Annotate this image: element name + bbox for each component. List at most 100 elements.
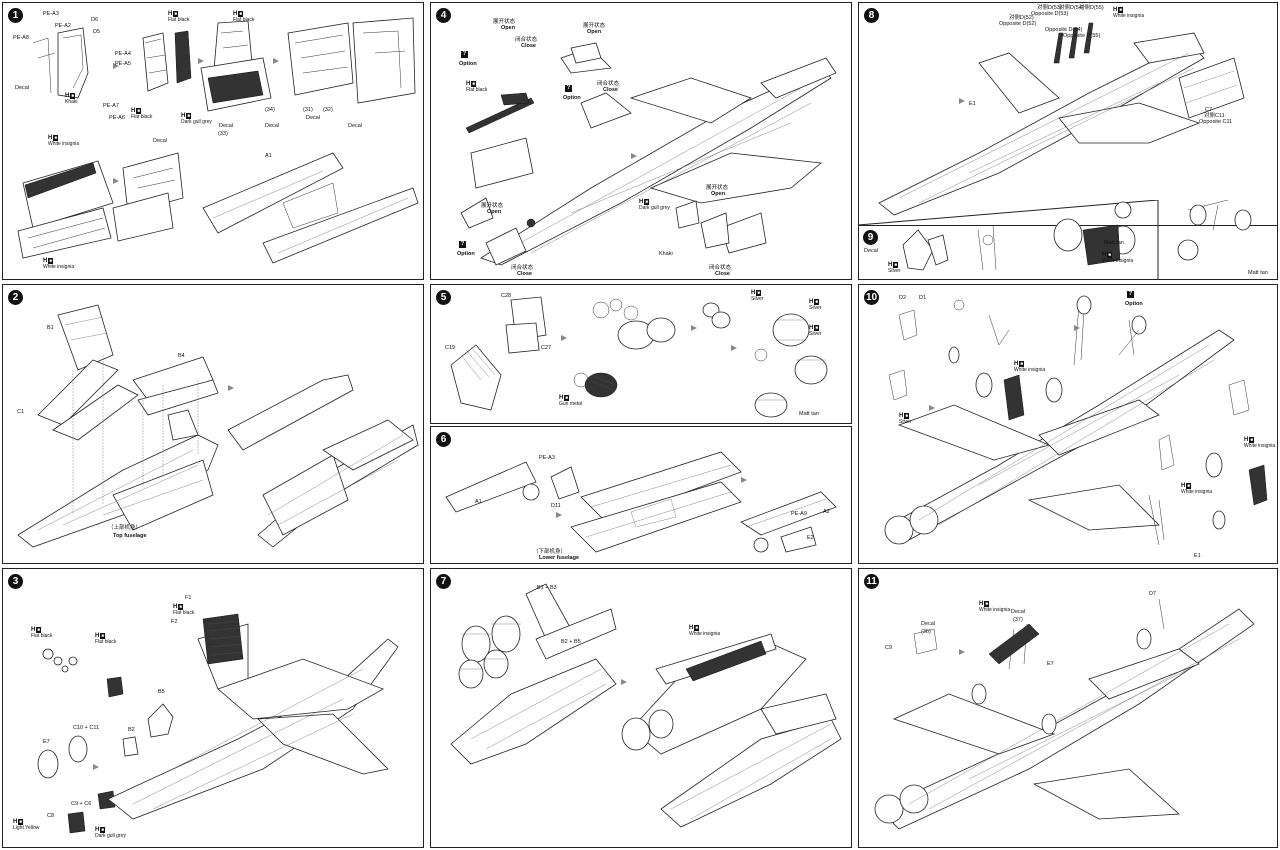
color-callout: H■Flat black (131, 108, 153, 120)
color-callout: H■Dark gull grey (181, 113, 212, 125)
color-callout: H■Silver (899, 413, 912, 425)
part-label: C1 (17, 409, 25, 415)
part-label: E7 (43, 739, 50, 745)
decal-number: (32) (323, 107, 333, 113)
part-label: C9 (885, 645, 893, 651)
note-en: Opposite D(55) (1063, 33, 1101, 39)
color-callout: H■White insignia (1181, 483, 1213, 495)
part-label: PE-A4 (115, 51, 131, 57)
color-callout: H■White insignia (979, 601, 1011, 613)
step-number: 11 (864, 574, 879, 589)
step-4-drawing (460, 42, 837, 266)
part-label: E7 (1047, 661, 1054, 667)
part-label: D7 (1149, 591, 1157, 597)
state-label-cn: 展开状态 (706, 185, 729, 191)
decal-label: Decal (306, 115, 321, 121)
part-label: PE-A9 (791, 511, 807, 517)
part-label: B5 (158, 689, 165, 695)
state-label-cn: 闭合状态 (597, 81, 620, 87)
step-caption-en: Top fuselage (113, 533, 147, 539)
part-label: PE-A3 (43, 11, 59, 17)
color-callout: H■Silver (809, 299, 822, 311)
decal-label: Decal (348, 123, 363, 129)
decal-label: Decal (265, 123, 280, 129)
decal-number: (31) (303, 107, 313, 113)
note-en: Opposite D(53) (1031, 11, 1069, 17)
step-8-drawing (878, 22, 1245, 216)
part-label: C9 + C6 (71, 801, 92, 807)
decal-number: (36) (921, 629, 931, 635)
state-label-en: Close (603, 87, 618, 93)
step-number: 4 (436, 8, 451, 23)
option-icon: ? (461, 51, 468, 58)
step-10-drawing (884, 295, 1268, 546)
step-9-parts-drawing (858, 200, 1252, 280)
decal-label: Decal (1011, 609, 1026, 615)
part-label: PE-A8 (13, 35, 29, 41)
note-en: Opposite D(54) (1045, 27, 1083, 33)
state-label-en: Open (587, 29, 602, 35)
step-4-panel: 4 展开状态 Open 闭合状态 Close 展开状态 Open 闭合状态 Cl… (430, 2, 852, 280)
decal-number: (34) (265, 107, 275, 113)
step-5-panel: 5 H■Silver H■Silver H■Silver H■Gun metal… (430, 284, 852, 424)
part-label: D11 (551, 503, 561, 509)
note-en: Opposite C11 (1199, 119, 1233, 125)
part-label: C28 (501, 293, 512, 299)
step-6-panel: 6 A1 PE-A3 D11 A2 PE-A9 E2 （下部机身） Lower … (430, 426, 852, 564)
step-number: 3 (8, 574, 23, 589)
color-callout: H■White insignia (1113, 7, 1145, 19)
option-label: Option (563, 95, 581, 101)
state-label-en: Close (517, 271, 532, 277)
step-1-panel: 1 PE-A3 (2, 2, 424, 280)
step-number: 10 (864, 290, 879, 305)
step-3-drawing (37, 613, 399, 834)
color-callout: H■Flat black (168, 11, 190, 23)
state-label-cn: 展开状态 (583, 23, 606, 29)
part-label: PE-A2 (55, 23, 71, 29)
state-label-cn: 闭合状态 (511, 265, 534, 271)
color-callout: H■White insignia (1244, 437, 1276, 449)
step-caption: （上部机身） (108, 525, 142, 531)
part-label: D2 (899, 295, 907, 301)
part-label: D6 (91, 17, 99, 23)
step-1-drawing (17, 17, 419, 264)
note-cn: 对侧D(55) (1079, 5, 1104, 11)
decal-label: Decal (864, 248, 879, 254)
part-label: B1 (47, 325, 54, 331)
part-label: F2 (171, 619, 178, 625)
color-callout: H■Dark gull grey (639, 199, 670, 211)
state-label-en: Close (521, 43, 536, 49)
decal-label: Decal (921, 621, 936, 627)
color-name: Matt tan (1104, 240, 1124, 246)
step-7-panel: 7 B1 + B3 B2 + B5 H■White insignia (430, 568, 852, 848)
part-label: B4 (178, 353, 185, 359)
step-11-panel: 11 H■White insignia Decal Decal (36) (37… (858, 568, 1278, 848)
color-callout: H■Silver (751, 290, 764, 302)
color-name: Khaki (659, 251, 673, 257)
part-label: E1 (969, 101, 976, 107)
part-label: C10 + C11 (73, 725, 100, 731)
option-icon: ? (459, 241, 466, 248)
decal-number: (33) (218, 131, 228, 137)
option-icon: ? (1127, 291, 1134, 298)
note-en: Opposite D(52) (999, 21, 1037, 27)
color-callout: H■Gun metal (559, 395, 583, 407)
part-label: C19 (445, 345, 456, 351)
state-label-en: Close (715, 271, 730, 277)
option-label: Option (1125, 301, 1143, 307)
decal-number: (37) (1013, 617, 1023, 623)
option-label: Option (459, 61, 477, 67)
note-cn: 对侧C11 (1204, 113, 1225, 119)
step-2-panel: 2 B1 B4 C1 （上部机身） Top fuselage (2, 284, 424, 564)
step-number: 7 (436, 574, 451, 589)
step-number: 5 (436, 290, 451, 305)
color-name: Matt tan (1248, 270, 1268, 276)
part-label: E2 (807, 535, 814, 541)
state-label-cn: 闭合状态 (515, 37, 538, 43)
step-11-drawing (874, 598, 1255, 830)
color-callout: H■Flat black (95, 633, 117, 645)
state-label-en: Open (711, 191, 726, 197)
step-8-panel: 8 H■White insignia 对侧D(52) Opposite D(52… (858, 2, 1278, 226)
step-7-drawing (450, 583, 842, 828)
color-callout: H■White insignia (1102, 252, 1134, 264)
